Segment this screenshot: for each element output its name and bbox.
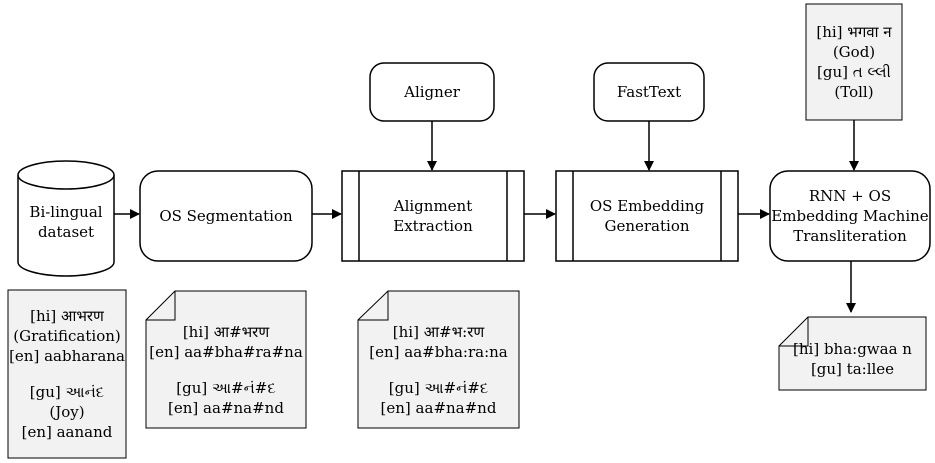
dataset-label: Bi-lingual dataset [29, 203, 103, 241]
embedding-box [555, 170, 739, 262]
aligner-label: Aligner [404, 83, 460, 101]
rnn-box [769, 170, 931, 262]
test-input-text: [hi] भगवा न (God) [gu] ત લ્લી (Toll) [816, 23, 892, 101]
segmentation-note [145, 290, 307, 429]
alignment-box [341, 170, 525, 262]
input-words-text: [hi] आभरण (Gratification) [en] aabharana… [9, 307, 125, 441]
test-input-note [805, 3, 903, 121]
embedding-label: OS Embedding Generation [589, 197, 705, 235]
rnn-label: RNN + OS Embedding Machine Transliterati… [771, 187, 929, 245]
input-words-note [7, 289, 127, 459]
alignment-note [357, 290, 520, 429]
alignment-label: Alignment Extraction [393, 197, 473, 235]
segmentation-box [139, 170, 313, 262]
segmentation-example-text: [hi] आ#भरण [en] aa#bha#ra#na [gu] આ#નં#દ… [149, 323, 303, 417]
flow-arrows [114, 120, 859, 313]
segmentation-label: OS Segmentation [159, 207, 293, 225]
output-text: [hi] bha:gwaa n [gu] ta:llee [793, 340, 912, 378]
dataset-cylinder [17, 160, 115, 277]
fasttext-label: FastText [616, 83, 682, 101]
alignment-example-text: [hi] आ#भ:रण [en] aa#bha:ra:na [gu] આ#નં#… [369, 323, 508, 417]
output-note [778, 316, 927, 391]
